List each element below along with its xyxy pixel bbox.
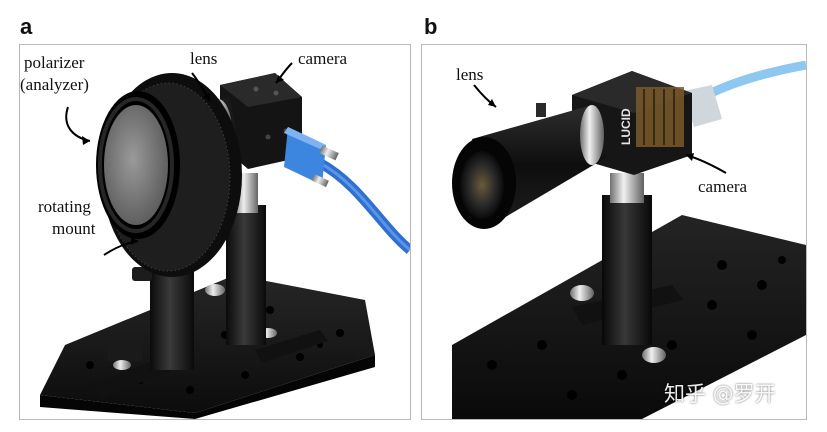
label-arrows-a <box>65 62 293 256</box>
thumb-screw-b-front <box>642 347 666 363</box>
breadboard-holes-b <box>487 256 786 400</box>
label-camera-a: camera <box>298 49 348 68</box>
panel-a-illustration <box>40 62 410 419</box>
label-lens-b: lens <box>456 65 484 84</box>
label-arrows-b <box>473 84 727 174</box>
label-lens-a: lens <box>190 49 218 68</box>
knob-left <box>132 267 152 281</box>
panel-letter-a: a <box>20 14 33 39</box>
label-rotating: rotating <box>38 197 91 216</box>
label-mount: mount <box>52 219 96 238</box>
label-analyzer: (analyzer) <box>20 75 89 94</box>
polarizer-filter <box>96 91 180 239</box>
panel-a-photo: polarizer (analyzer) lens camera rotatin… <box>19 44 411 420</box>
breadboard-base-a <box>40 275 375 419</box>
thumb-screw-b-left <box>570 285 594 301</box>
lens-locking-screw-b <box>536 103 546 117</box>
thumb-screw-left <box>113 360 131 370</box>
usb-cable-a <box>284 127 410 254</box>
lens-barrel-b <box>452 103 607 229</box>
camera-brand-b: LUCID <box>619 108 633 145</box>
panel-b-illustration: LUCID <box>452 60 806 419</box>
panel-letter-b: b <box>424 14 438 39</box>
watermark: 知乎 @罗开 <box>664 382 776 406</box>
post-b <box>602 173 652 345</box>
ethernet-cable-b <box>684 60 806 127</box>
thumb-screw-back <box>205 284 225 296</box>
panel-b-photo: LUCID lens camera <box>421 44 807 420</box>
label-polarizer: polarizer <box>24 53 85 72</box>
label-camera-b: camera <box>698 177 748 196</box>
camera-body-a <box>220 73 302 169</box>
